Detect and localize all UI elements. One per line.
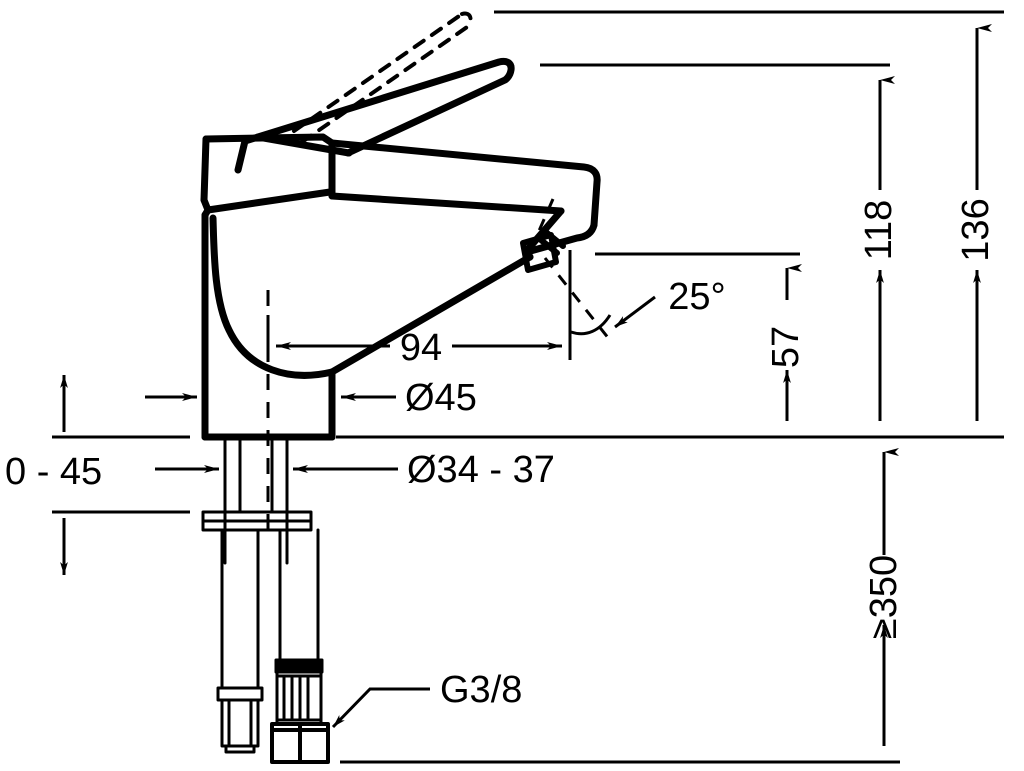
dimension-label-350: ≥350 xyxy=(863,555,905,639)
faucet-geometry xyxy=(200,11,601,764)
fixing-plate xyxy=(201,510,313,532)
dimension-label-deck-0-45: 0 - 45 xyxy=(5,451,102,493)
spout-arm xyxy=(209,214,534,379)
dimension-94 xyxy=(266,250,572,360)
dimension-label-dia-45: Ø45 xyxy=(405,377,477,419)
dimension-lines xyxy=(52,10,1004,764)
dimension-25-degrees xyxy=(533,198,656,345)
flexible-hose-left xyxy=(216,528,264,754)
leader-g38 xyxy=(331,687,430,729)
spout-upper-casing xyxy=(328,139,601,256)
flexible-hose-right xyxy=(274,528,324,726)
dimension-label-25-degrees: 25° xyxy=(668,276,725,318)
dimension-label-136: 136 xyxy=(955,198,997,261)
dimension-deck-0-45 xyxy=(52,375,190,575)
dimension-label-94: 94 xyxy=(400,327,442,369)
angle-leader xyxy=(614,295,656,329)
g38-connection-nut xyxy=(270,722,330,764)
lever-open-position-ghost xyxy=(292,11,473,144)
dimension-label-118: 118 xyxy=(858,200,900,261)
dimension-text-group: 136 118 57 ≥350 94 25° Ø45 Ø34 - 37 0 - … xyxy=(5,198,997,711)
dimension-label-dia-34-37: Ø34 - 37 xyxy=(407,449,555,491)
outlet-axis-dash xyxy=(533,198,555,241)
spray-axis-dash xyxy=(543,257,615,345)
dimension-label-g38: G3/8 xyxy=(440,669,522,711)
angle-arc xyxy=(570,314,612,336)
dimension-label-57: 57 xyxy=(765,326,807,368)
dimension-dia-34-37 xyxy=(155,455,398,483)
aerator-outlet xyxy=(520,230,566,273)
mounting-shank xyxy=(223,435,289,565)
